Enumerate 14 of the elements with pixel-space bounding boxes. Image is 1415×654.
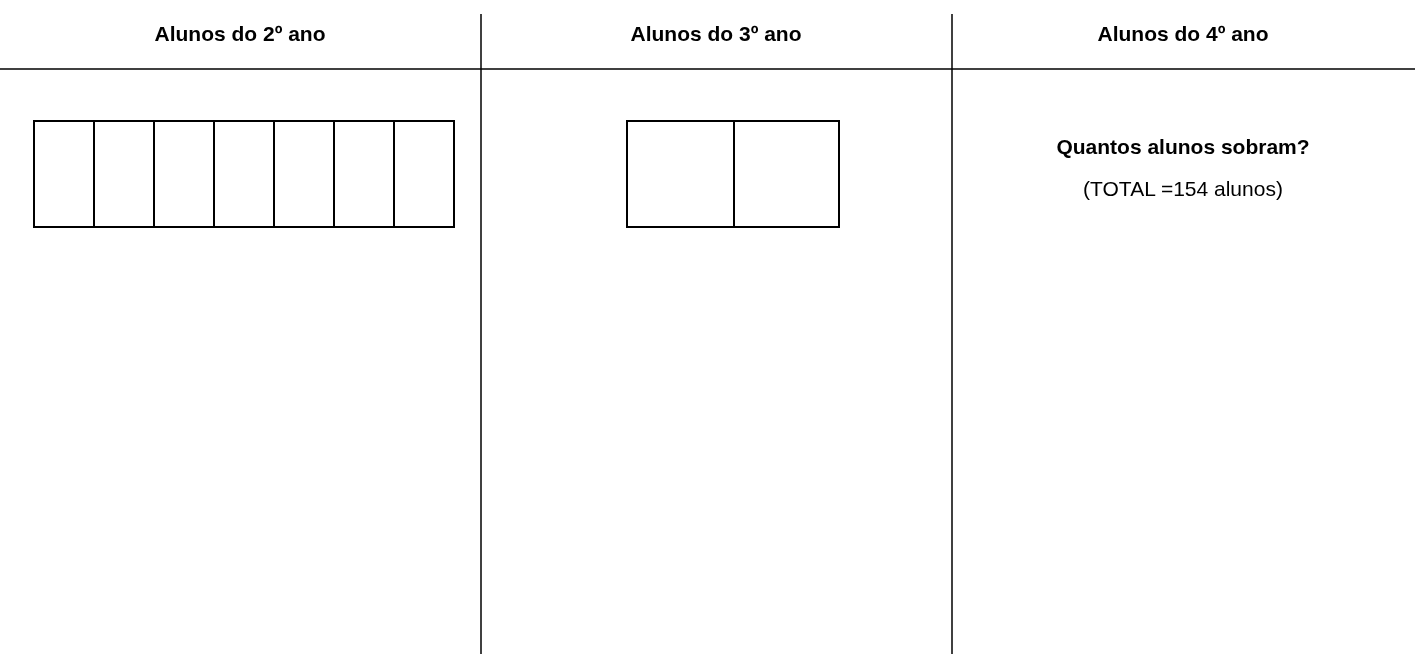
bar-model-cell bbox=[733, 120, 840, 228]
bar-model-cell bbox=[626, 120, 735, 228]
bar-model-cell bbox=[393, 120, 455, 228]
question-text: Quantos alunos sobram? bbox=[1056, 135, 1310, 159]
bar-model-cell bbox=[33, 120, 95, 228]
column-header: Alunos do 2º ano bbox=[154, 22, 326, 46]
column-header: Alunos do 3º ano bbox=[630, 22, 802, 46]
bar-model-cell bbox=[93, 120, 155, 228]
bar-model-cell bbox=[213, 120, 275, 228]
total-note: (TOTAL =154 alunos) bbox=[1083, 177, 1283, 201]
bar-model-cell bbox=[273, 120, 335, 228]
column-header: Alunos do 4º ano bbox=[1097, 22, 1269, 46]
bar-model-cell bbox=[333, 120, 395, 228]
bar-model-cell bbox=[153, 120, 215, 228]
